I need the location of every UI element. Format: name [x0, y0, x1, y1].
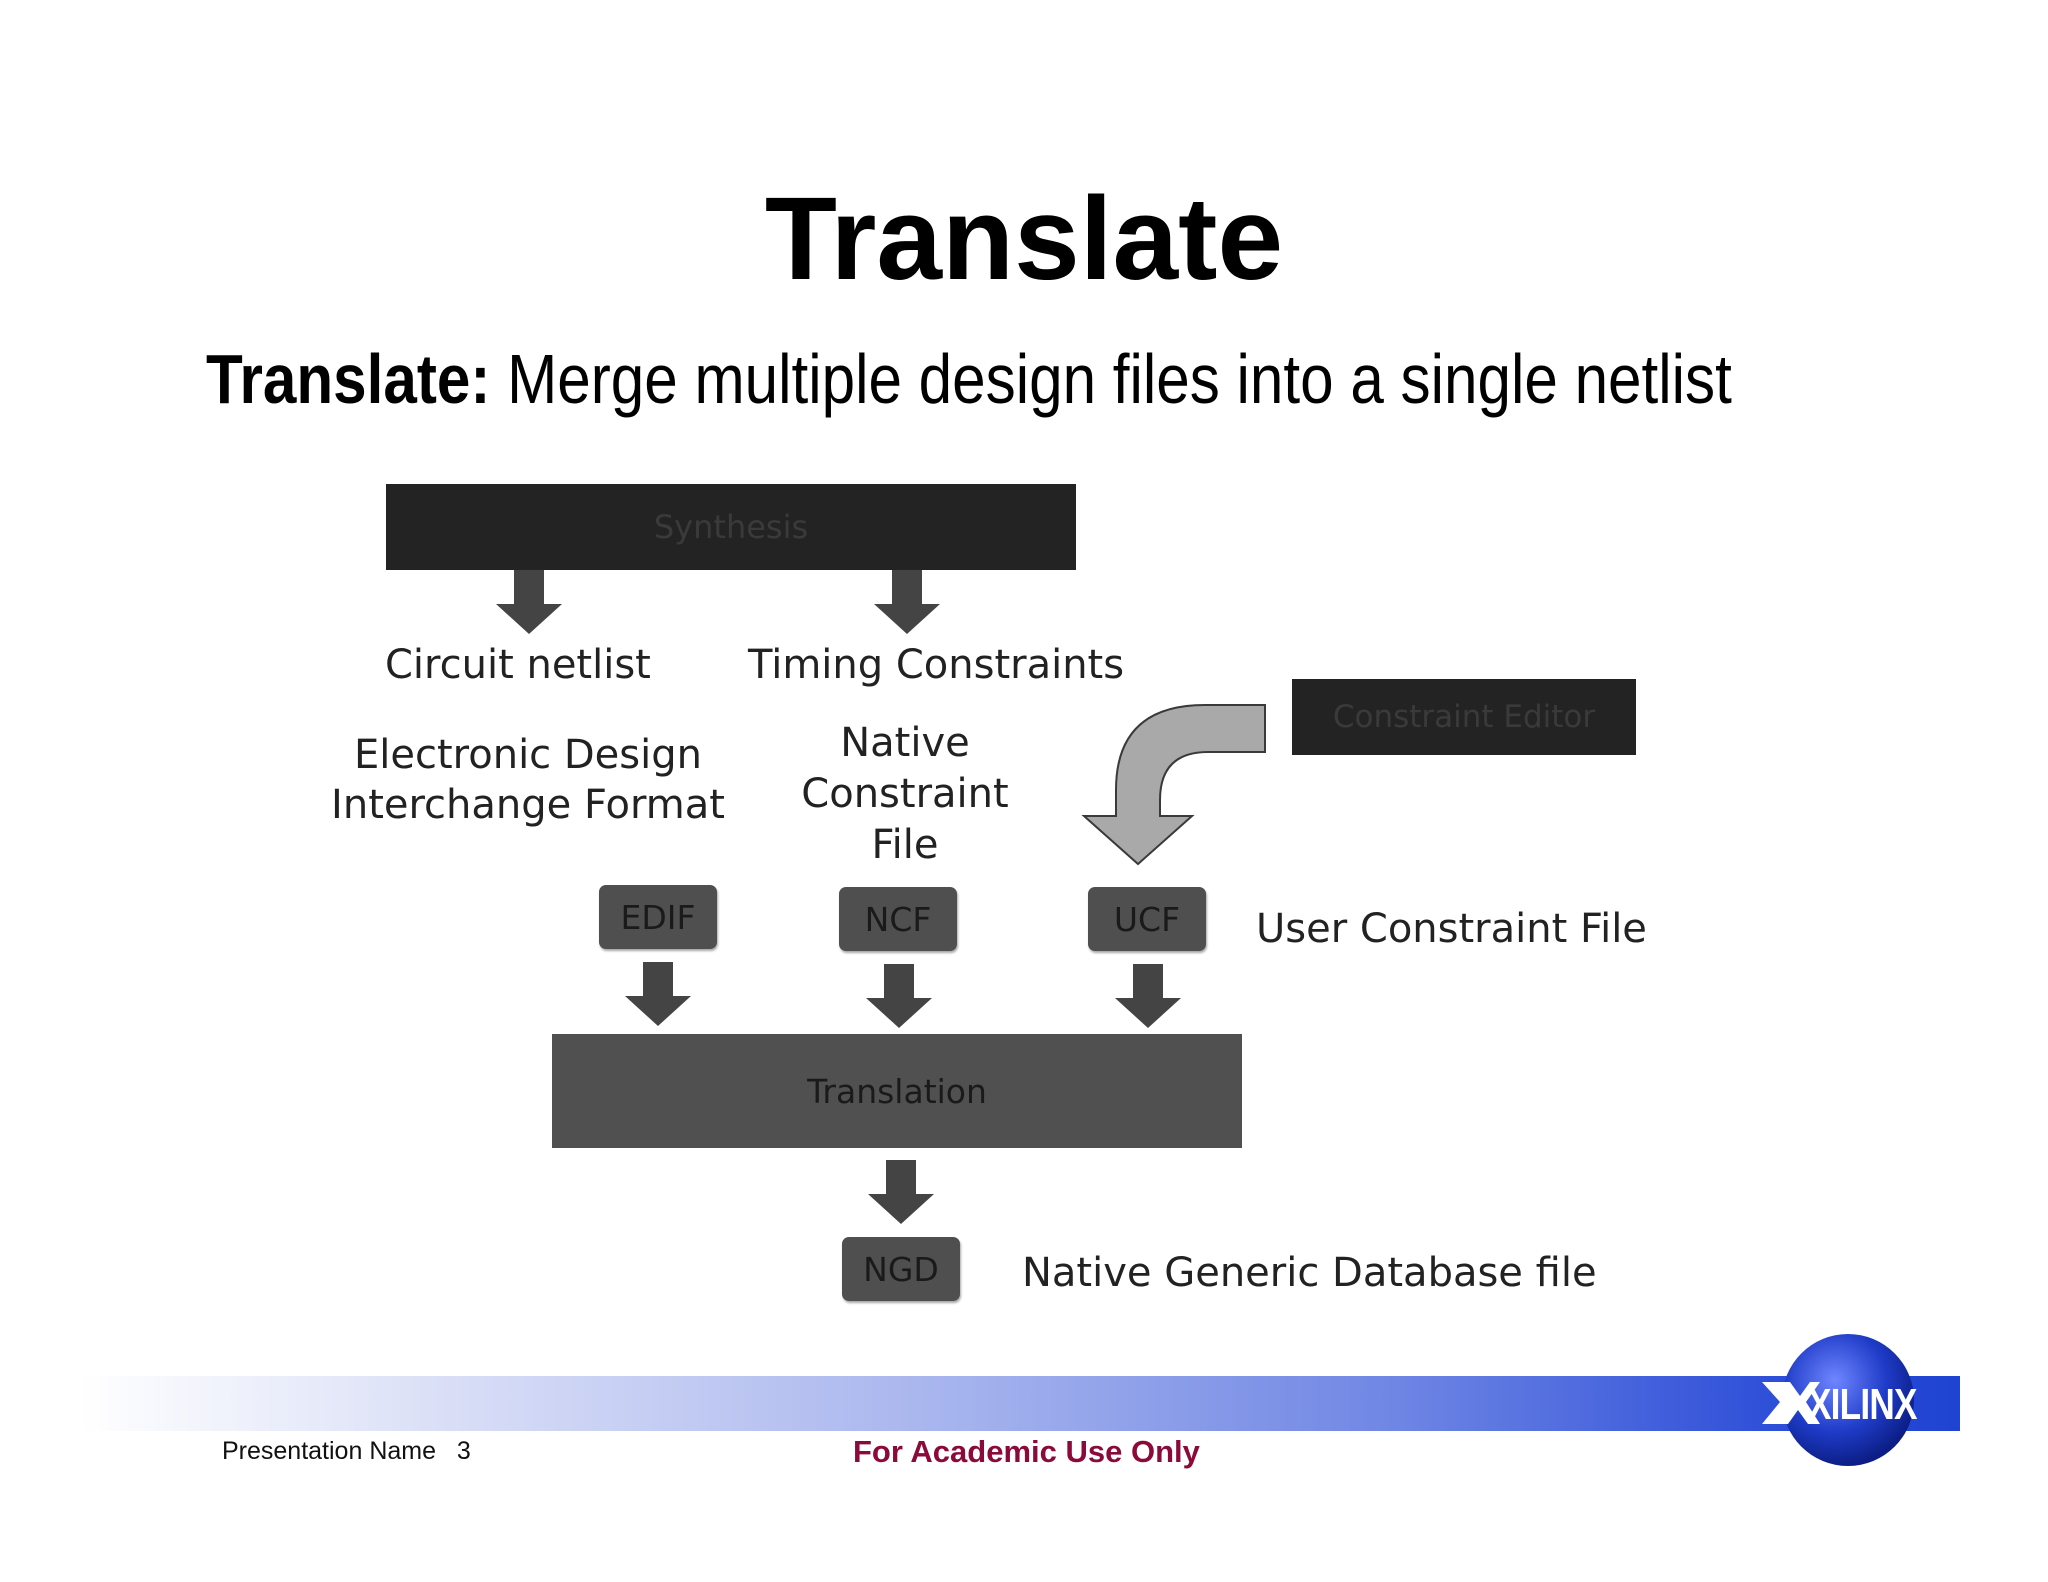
edif-description: Electronic Design Interchange Format — [328, 730, 728, 830]
xilinx-mark-icon — [1762, 1382, 1820, 1424]
ngd-box: NGD — [842, 1237, 960, 1301]
circuit-netlist-label: Circuit netlist — [385, 642, 651, 688]
presentation-name: Presentation Name — [222, 1437, 437, 1465]
footer-presentation-name: Presentation Name 3 — [222, 1437, 471, 1466]
edif-box: EDIF — [599, 885, 717, 949]
subtitle: Translate: Merge multiple design files i… — [206, 344, 1732, 414]
constraint-editor-label: Constraint Editor — [1332, 699, 1596, 735]
ucf-label: UCF — [1113, 899, 1181, 939]
subtitle-text: Merge multiple design files into a singl… — [490, 340, 1732, 418]
academic-use-notice: For Academic Use Only — [853, 1434, 1200, 1469]
curved-arrow-constraint-editor — [1081, 704, 1266, 866]
synthesis-label: Synthesis — [653, 508, 809, 546]
ucf-description: User Constraint File — [1256, 906, 1647, 952]
arrow-synthesis-to-netlist — [496, 568, 562, 634]
ncf-description: Native Constraint File — [755, 718, 1055, 872]
synthesis-box: Synthesis — [386, 484, 1076, 570]
edif-description-line1: Electronic Design — [354, 732, 702, 778]
arrow-synthesis-to-timing — [874, 568, 940, 634]
translation-box: Translation — [552, 1034, 1242, 1148]
ncf-box: NCF — [839, 887, 957, 951]
subtitle-lead: Translate: — [206, 340, 491, 418]
page-title: Translate — [764, 173, 1284, 305]
ncf-label: NCF — [864, 899, 932, 939]
constraint-editor-box: Constraint Editor — [1292, 679, 1636, 755]
arrow-translation-to-ngd — [868, 1160, 934, 1224]
arrow-edif-to-translation — [625, 962, 691, 1026]
timing-constraints-label: Timing Constraints — [748, 642, 1125, 688]
edif-label: EDIF — [620, 897, 696, 937]
ncf-description-line3: File — [871, 822, 939, 869]
footer-band — [80, 1376, 1960, 1431]
ncf-description-line2: Constraint — [801, 771, 1009, 818]
ngd-description: Native Generic Database file — [1022, 1250, 1597, 1296]
ucf-box: UCF — [1088, 887, 1206, 951]
arrow-ucf-to-translation — [1115, 964, 1181, 1028]
translation-label: Translation — [807, 1071, 987, 1111]
ncf-description-line1: Native — [840, 720, 970, 766]
edif-description-line2: Interchange Format — [331, 782, 725, 828]
page-number: 3 — [456, 1437, 471, 1465]
xilinx-logo-text: XILINX — [1808, 1380, 1917, 1429]
arrow-ncf-to-translation — [866, 964, 932, 1028]
ngd-label: NGD — [863, 1249, 939, 1289]
globe-icon — [1782, 1334, 1914, 1466]
